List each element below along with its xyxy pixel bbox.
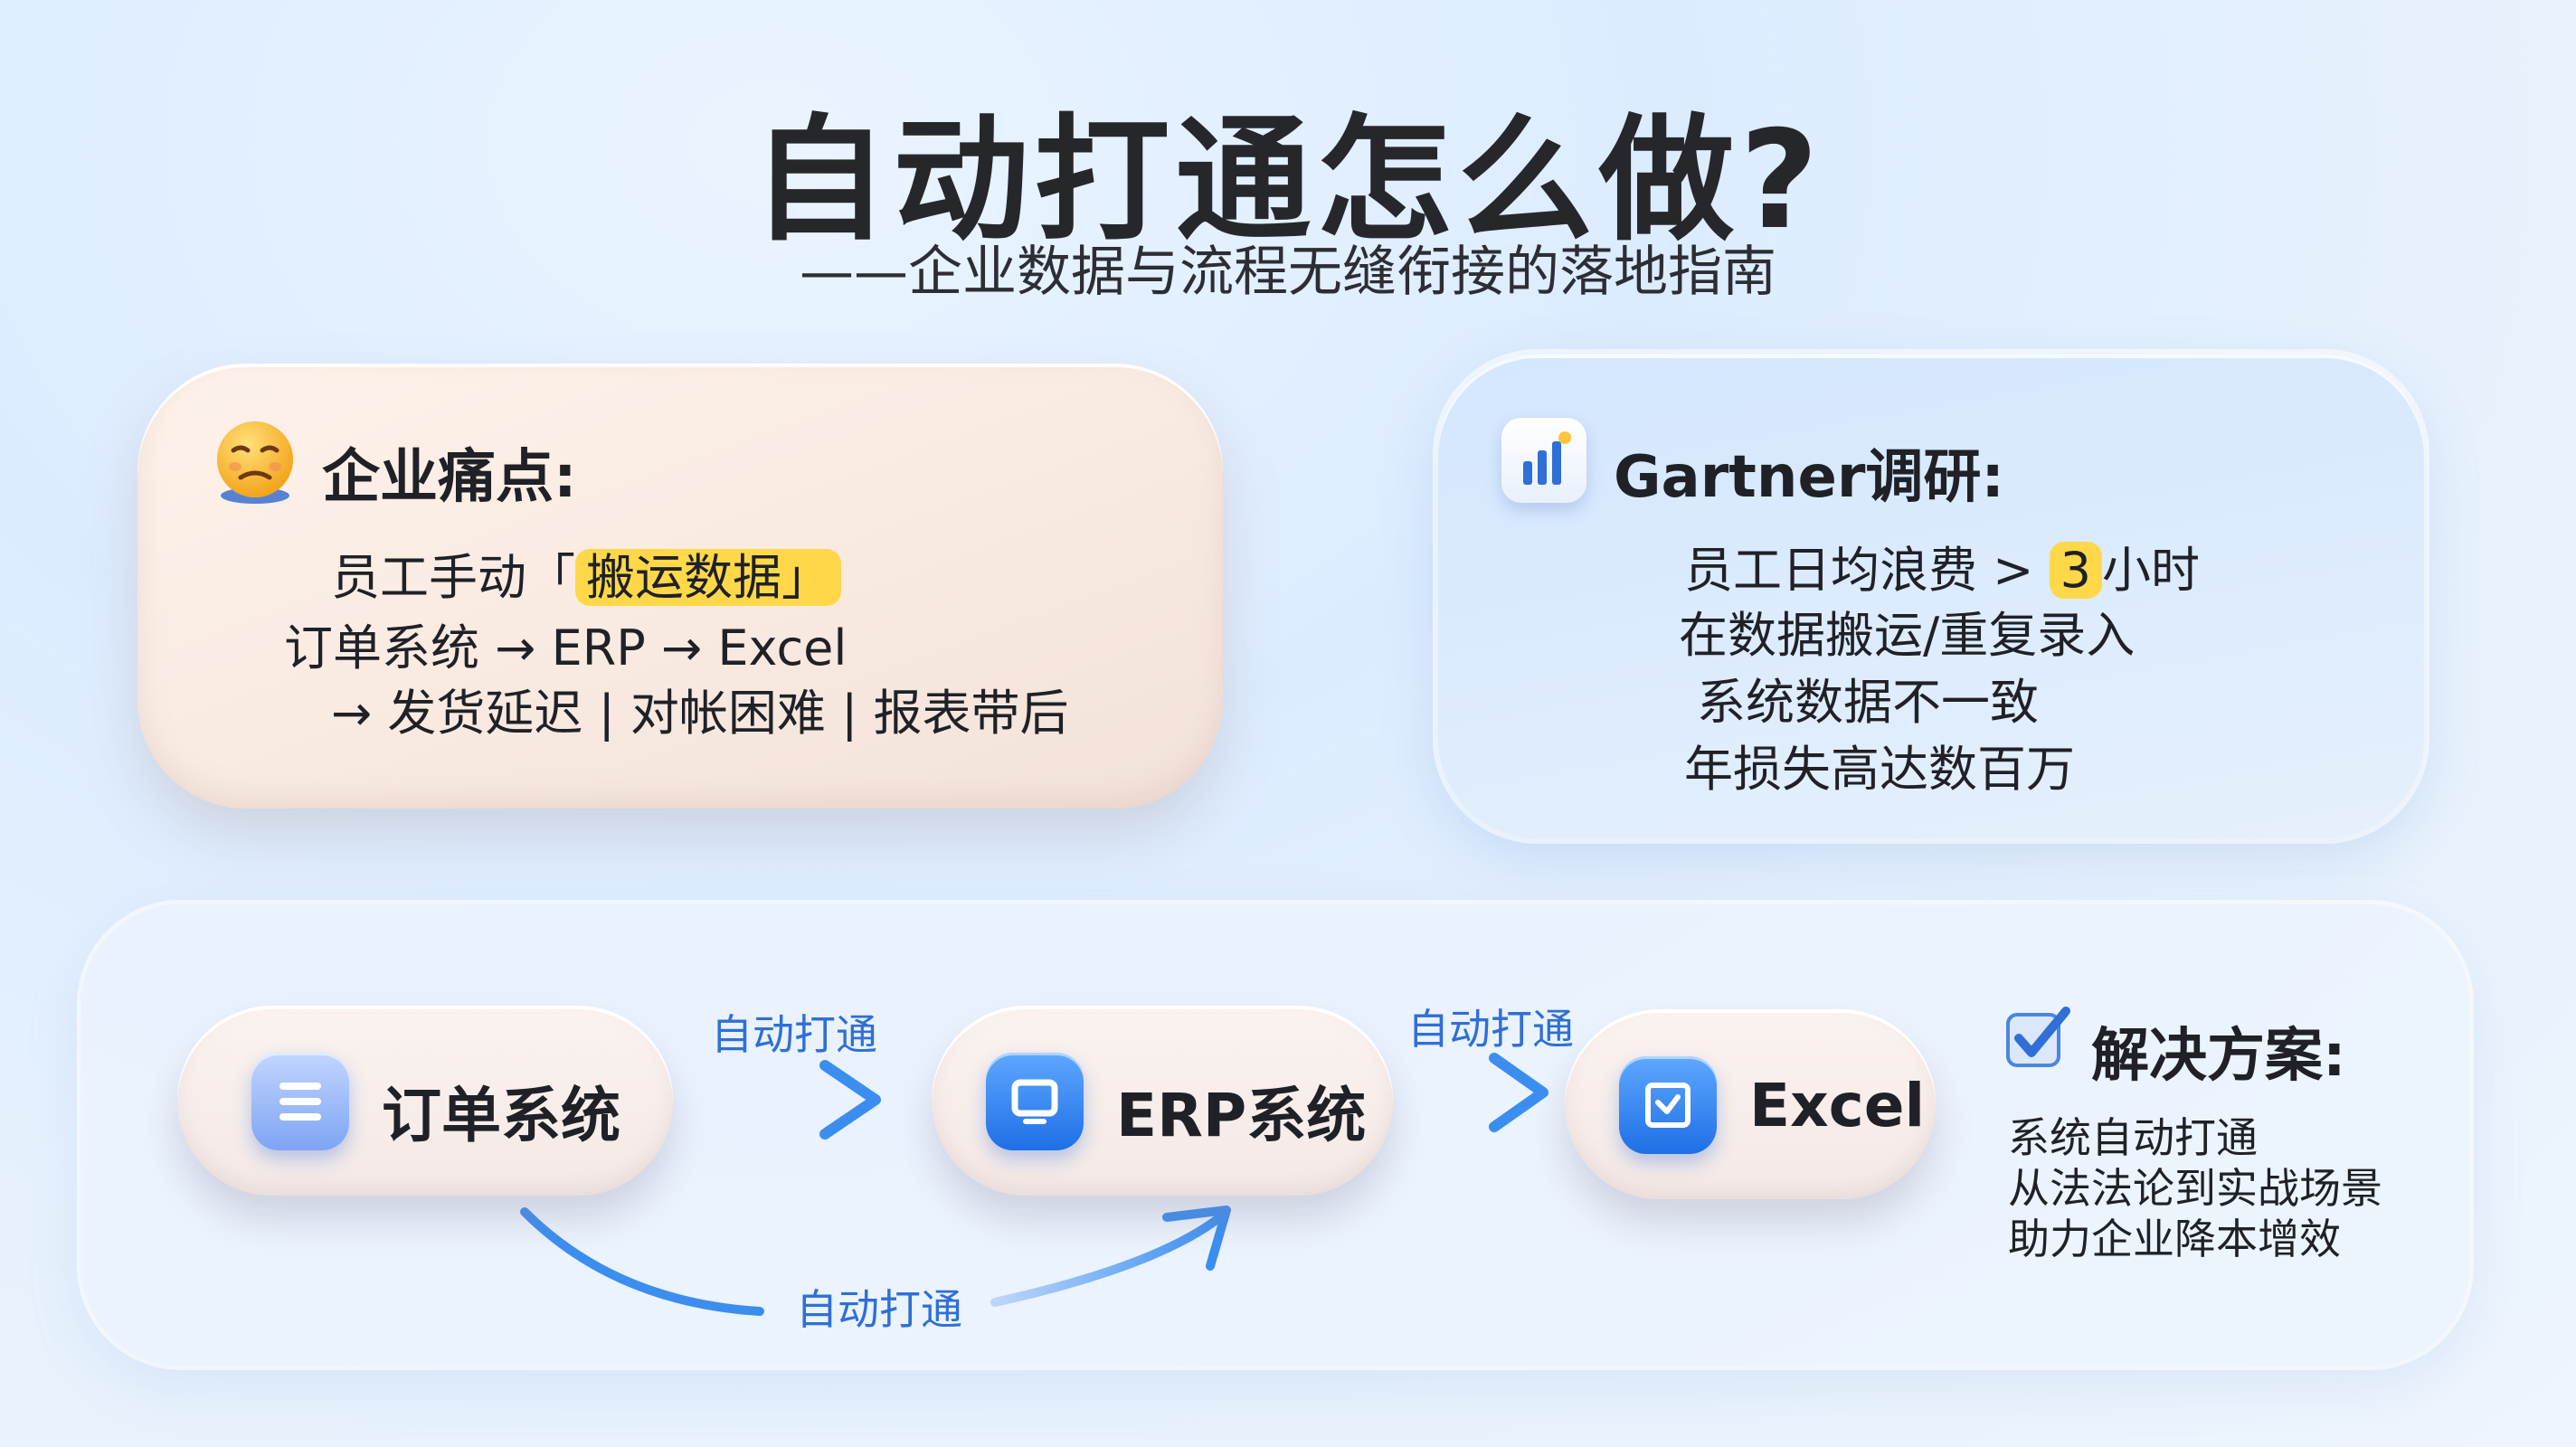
arrow-erp-to-excel	[1420, 1053, 1548, 1132]
pain-line-2: 订单系统 → ERP → Excel	[284, 619, 848, 676]
gartner-card-title: Gartner调研:	[1614, 444, 2004, 511]
spreadsheet-icon	[1619, 1056, 1717, 1154]
arrow-curved-order-to-erp	[520, 1206, 1231, 1316]
arrow-label-1: 自动打通	[711, 1010, 877, 1059]
page-title: 自动打通怎么做?	[752, 102, 1824, 260]
pain-line-1-prefix: 员工手动「	[331, 549, 575, 606]
gartner-research-card	[1438, 355, 2424, 838]
page-subtitle: ——企业数据与流程无缝衔接的落地指南	[800, 241, 1776, 304]
solution-line-3: 助力企业降本增效	[2008, 1215, 2341, 1263]
gartner-line-2: 在数据搬运/重复录入	[1679, 607, 2136, 664]
frowning-face-icon	[210, 416, 300, 506]
gartner-line-1-prefix: 员工日均浪费 >	[1684, 542, 2034, 599]
excel-label: Excel	[1749, 1071, 1926, 1140]
gartner-line-4: 年损失高达数百万	[1684, 741, 2075, 798]
arrow-order-to-erp	[698, 1060, 881, 1140]
gartner-line-1-suffix: 小时	[2101, 542, 2200, 599]
order-system-label: 订单系统	[382, 1081, 620, 1150]
list-document-icon	[251, 1053, 349, 1150]
monitor-icon	[986, 1053, 1084, 1150]
gartner-line-1-highlight: 3	[2049, 542, 2102, 599]
solution-line-1: 系统自动打通	[2008, 1113, 2258, 1162]
pain-card-title: 企业痛点:	[322, 444, 577, 511]
pain-line-1: 员工手动「搬运数据」	[331, 537, 841, 609]
bar-chart-icon	[1501, 418, 1586, 503]
arrow-label-2: 自动打通	[1407, 1005, 1574, 1054]
arrow-label-3: 自动打通	[796, 1285, 962, 1334]
erp-system-label: ERP系统	[1116, 1081, 1367, 1150]
checkbox-icon	[2003, 1002, 2075, 1074]
pain-line-1-highlight: 搬运数据」	[575, 549, 841, 606]
pain-line-3: → 发货延迟 | 对帐困难 | 报表带后	[331, 685, 1069, 742]
solution-line-2: 从法法论到实战场景	[2008, 1164, 2382, 1213]
solution-title: 解决方案:	[2091, 1023, 2346, 1090]
gartner-line-3: 系统数据不一致	[1697, 674, 2039, 731]
